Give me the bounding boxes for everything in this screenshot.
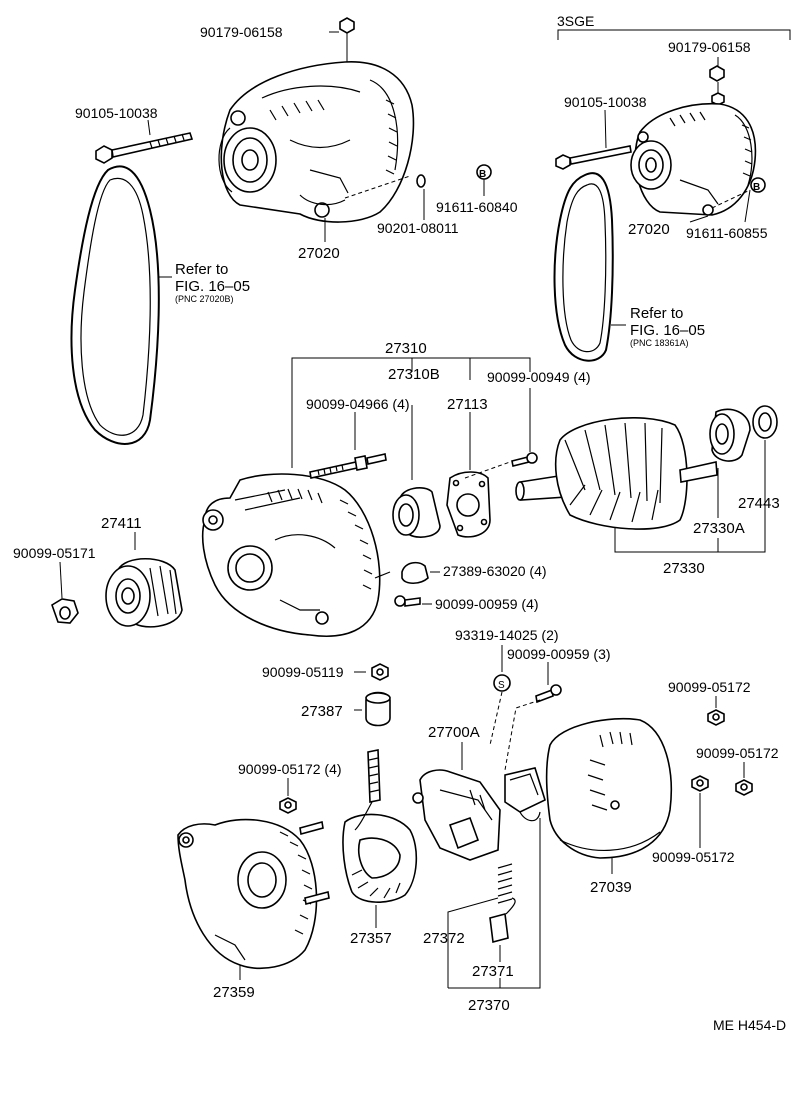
label-90179-06158-left: 90179-06158 — [200, 24, 283, 40]
nut-90099-05172-top — [707, 709, 725, 726]
label-27371: 27371 — [472, 963, 514, 980]
drive-end-frame — [201, 473, 391, 637]
refer-right-line1: Refer to — [630, 305, 683, 322]
bushing-27387 — [365, 691, 391, 727]
nut-90099-05171 — [51, 598, 79, 624]
label-90201-08011: 90201-08011 — [377, 220, 459, 236]
belt-left — [70, 165, 160, 445]
diagram-code: ME H454-D — [713, 1017, 786, 1033]
screw-90099-00959-4 — [394, 595, 421, 607]
label-27411: 27411 — [101, 515, 142, 532]
refer-left-line2: FIG. 16–05 — [175, 278, 250, 295]
bearing-27310B — [392, 487, 441, 538]
nut-90099-05172-4 — [279, 797, 297, 814]
label-27372: 27372 — [423, 930, 465, 947]
label-circle-s: S — [498, 680, 505, 691]
label-90099-05172-mid: 90099-05172 — [652, 849, 735, 865]
label-27370: 27370 — [468, 997, 510, 1014]
screw-90099-00949 — [511, 452, 538, 467]
refer-left-line1: Refer to — [175, 261, 228, 278]
label-27039: 27039 — [590, 879, 632, 896]
label-91611-60855: 91611-60855 — [686, 225, 768, 241]
label-circle-b-right: B — [753, 182, 760, 193]
label-90099-05172-top: 90099-05172 — [668, 679, 751, 695]
pulley-27411 — [105, 558, 183, 628]
label-27357: 27357 — [350, 930, 392, 947]
belt-right — [553, 172, 614, 362]
label-27020-right: 27020 — [628, 221, 670, 238]
label-27389-63020: 27389-63020 (4) — [443, 563, 547, 579]
seal-27443 — [752, 405, 778, 439]
refer-left-line3: (PNC 27020B) — [175, 294, 234, 304]
alternator-assembly-right — [630, 65, 757, 216]
insulator-27389-63020 — [401, 561, 429, 585]
label-90099-00949: 90099-00949 (4) — [487, 369, 591, 385]
refer-right-line2: FIG. 16–05 — [630, 322, 705, 339]
screw-90099-00959-3 — [535, 684, 562, 704]
label-27113: 27113 — [447, 396, 488, 413]
label-93319-14025: 93319-14025 (2) — [455, 627, 559, 643]
alternator-assembly-left — [218, 17, 415, 223]
label-circle-b-left: B — [479, 169, 486, 180]
label-90099-05172-right: 90099-05172 — [696, 745, 779, 761]
label-90105-10038-left: 90105-10038 — [75, 105, 158, 121]
label-90099-05119: 90099-05119 — [262, 664, 344, 680]
rectifier-27357 — [342, 749, 418, 903]
label-90179-06158-right: 90179-06158 — [668, 39, 751, 55]
retainer-plate-27113 — [446, 471, 491, 538]
label-27700A: 27700A — [428, 724, 480, 741]
label-90105-10038-right: 90105-10038 — [564, 94, 647, 110]
label-90099-05171: 90099-05171 — [13, 545, 96, 561]
label-3sge: 3SGE — [557, 13, 594, 29]
label-91611-60840: 91611-60840 — [436, 199, 518, 215]
label-27359: 27359 — [213, 984, 255, 1001]
label-27310B: 27310B — [388, 366, 440, 383]
bolt-90105-10038-left — [95, 132, 194, 164]
nut-90099-05172-right — [735, 779, 753, 796]
spring-27372 — [497, 863, 513, 904]
label-27020-left: 27020 — [298, 245, 340, 262]
nut-90099-05119 — [371, 663, 389, 681]
label-90099-05172-4: 90099-05172 (4) — [238, 761, 342, 777]
brush-holder-27370 — [504, 767, 546, 822]
bearing-27330A — [709, 408, 751, 462]
label-27387: 27387 — [301, 703, 343, 720]
refer-right-line3: (PNC 18361A) — [630, 338, 689, 348]
bolt-90105-10038-right — [555, 145, 632, 170]
label-90099-00959-4: 90099-00959 (4) — [435, 596, 539, 612]
nut-90099-05172-mid — [691, 775, 709, 792]
label-90099-04966: 90099-04966 (4) — [306, 396, 410, 412]
label-27330A: 27330A — [693, 520, 745, 537]
brush-27371 — [489, 897, 516, 944]
regulator-27700A — [412, 769, 501, 861]
stud-90099-04966 — [309, 453, 387, 479]
label-90099-00959-3: 90099-00959 (3) — [507, 646, 611, 662]
label-27443: 27443 — [738, 495, 780, 512]
label-27330: 27330 — [663, 560, 705, 577]
rotor-27330 — [515, 416, 718, 530]
end-frame-27359 — [177, 818, 330, 970]
label-27310: 27310 — [385, 340, 427, 357]
rear-cover-27039 — [545, 717, 673, 859]
